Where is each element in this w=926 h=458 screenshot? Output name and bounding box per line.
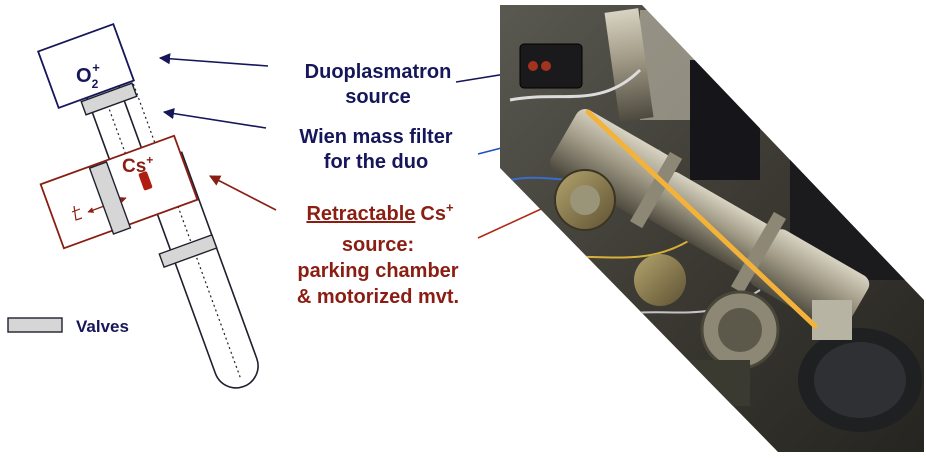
legend-valve-swatch	[7, 317, 63, 333]
cs-label: Cs+	[122, 153, 153, 177]
label-retractable-3: parking chamber	[297, 260, 458, 282]
cs-source-pellet	[138, 171, 153, 191]
arrow-cs-to-chamber	[209, 175, 277, 211]
label-retractable-2: source:	[342, 234, 414, 256]
label-wien-2: for the duo	[324, 151, 428, 173]
motor-mechanism-icon	[71, 205, 83, 221]
beam-path	[585, 109, 818, 329]
valve-lower	[158, 233, 218, 269]
legend: Valves	[7, 317, 129, 336]
arrow-duo-to-box	[158, 53, 269, 67]
label-duoplasmatron-2: source	[345, 86, 411, 108]
legend-label: Valves	[76, 317, 129, 336]
o2-label: O2+	[76, 60, 100, 91]
valve-upper	[80, 82, 138, 116]
label-duoplasmatron-1: Duoplasmatron	[305, 61, 452, 83]
label-retractable-4: & motorized mvt.	[297, 286, 459, 308]
valve-cs	[88, 161, 132, 235]
instrument-photo	[500, 5, 924, 452]
label-wien-1: Wien mass filter	[299, 126, 452, 148]
schematic: O2+ Cs+ Valves	[7, 22, 259, 389]
cs-chamber: Cs+	[39, 134, 199, 250]
duoplasmatron-box: O2+	[36, 22, 136, 110]
arrow-wien-to-tube	[162, 108, 267, 129]
